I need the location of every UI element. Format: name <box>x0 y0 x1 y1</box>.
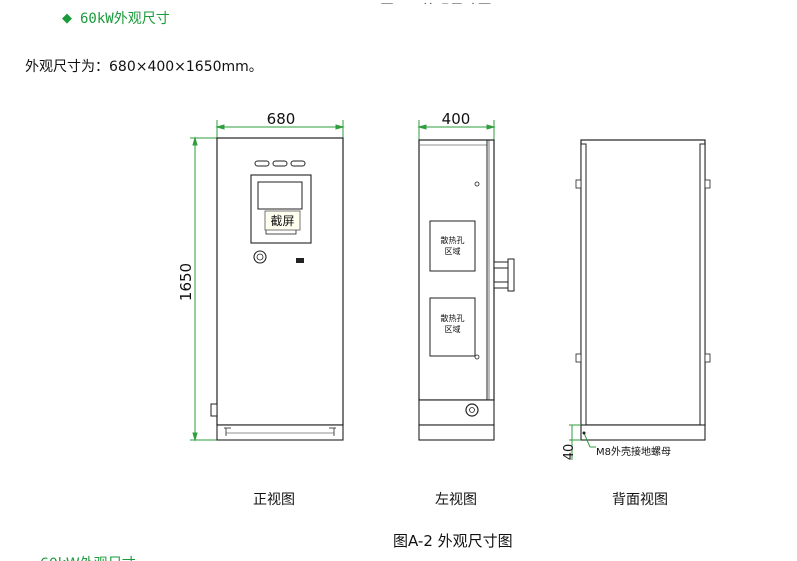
back-view: 40 M8外壳接地螺母 <box>562 139 711 461</box>
next-heading-fragment: 60kW外观尺寸 <box>40 553 200 561</box>
front-view: 680 1650 <box>177 110 345 442</box>
left-view: 400 散热孔 区域 散热孔 区域 <box>417 110 515 441</box>
back-cabinet-base <box>580 424 706 441</box>
figure-caption: 图A-2 外观尺寸图 <box>393 532 513 550</box>
status-indicator <box>296 258 304 263</box>
front-width-dimension <box>215 120 345 138</box>
section-heading: ◆ 60kW外观尺寸 <box>62 8 170 28</box>
indicator-light <box>272 160 288 167</box>
side-cabinet-base <box>418 424 495 441</box>
vent-area-label: 区域 <box>445 324 461 334</box>
vent-area <box>429 220 476 272</box>
left-view-caption: 左视图 <box>435 492 477 508</box>
display-screen <box>257 181 303 210</box>
vent-area-label: 散热孔 <box>441 313 465 323</box>
back-view-caption: 背面视图 <box>612 492 668 508</box>
screenshot-tooltip: 截屏 <box>264 210 301 231</box>
back-cabinet-body <box>580 139 706 426</box>
front-cabinet-base <box>216 424 344 441</box>
height-dimension <box>190 136 217 442</box>
hinge <box>474 354 480 360</box>
previous-caption-fragment: 图A-2 外观尺寸图 <box>380 0 540 4</box>
side-width-label: 400 <box>442 110 471 128</box>
side-width-dimension <box>417 120 496 140</box>
door-lock <box>210 403 218 417</box>
ground-nut <box>582 431 586 435</box>
diamond-icon: ◆ <box>62 10 72 26</box>
side-cabinet-lower <box>418 399 495 426</box>
ground-nut-leader <box>583 432 596 448</box>
hinge <box>474 181 480 187</box>
vent-area-label: 散热孔 <box>441 235 465 245</box>
base-height-label: 40 <box>562 444 577 461</box>
height-label: 1650 <box>177 263 195 301</box>
cable-bracket <box>493 258 515 292</box>
front-view-caption: 正视图 <box>253 492 295 508</box>
section-heading-text: 60kW外观尺寸 <box>80 11 170 27</box>
ground-nut-label: M8外壳接地螺母 <box>596 445 671 458</box>
dimension-description: 外观尺寸为：680×400×1650mm。 <box>25 59 263 75</box>
screenshot-tooltip-text: 截屏 <box>270 214 294 228</box>
indicator-light <box>254 160 270 167</box>
indicator-light <box>290 160 306 167</box>
vent-area-label: 区域 <box>445 246 461 256</box>
base-height-dimension <box>569 424 581 460</box>
vent-area <box>429 297 476 357</box>
front-width-label: 680 <box>267 110 296 128</box>
